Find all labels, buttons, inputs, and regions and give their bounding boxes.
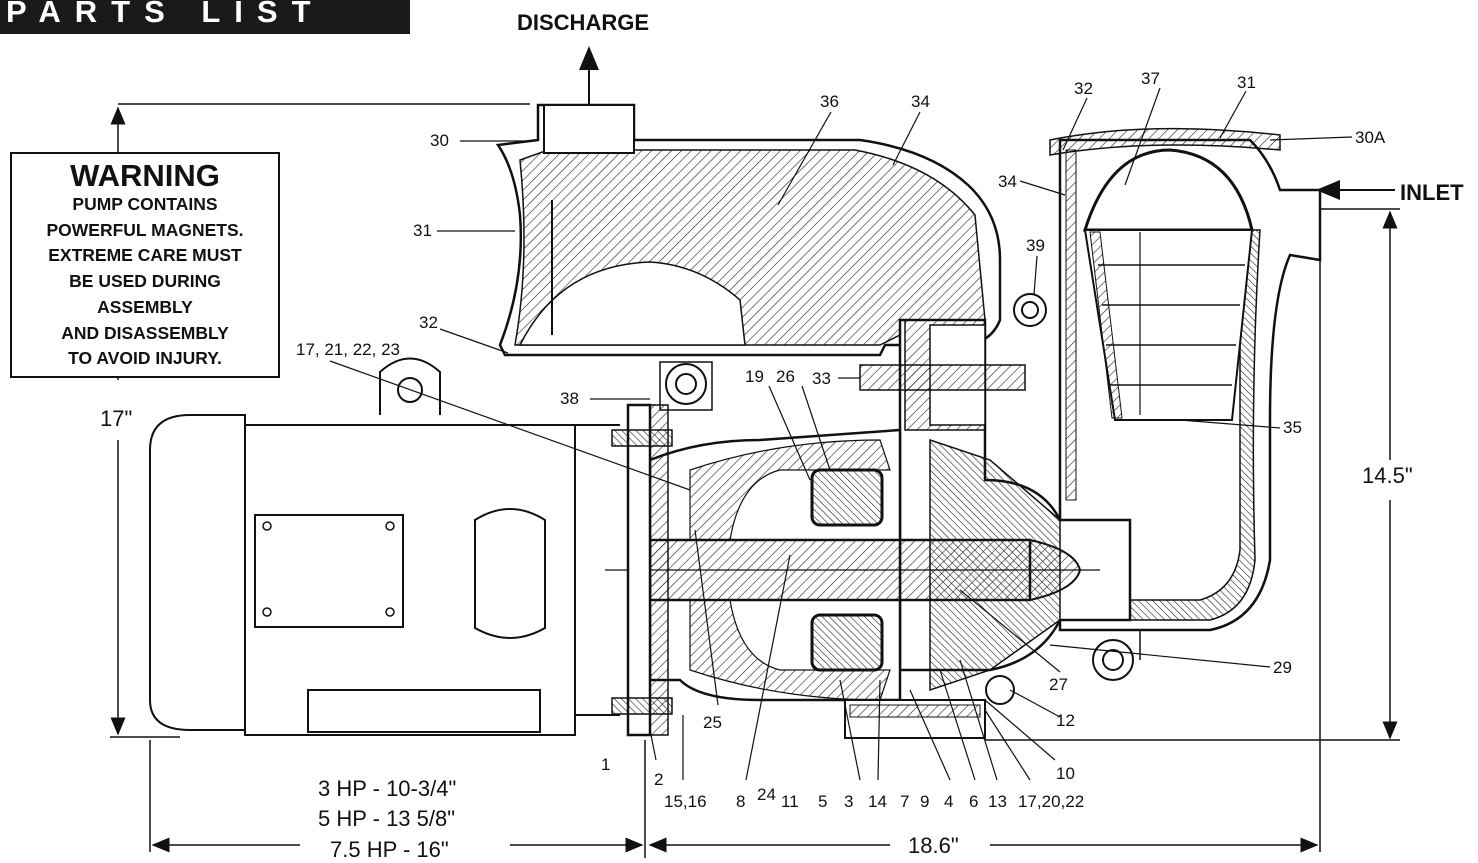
callout-14: 14: [868, 792, 887, 811]
callout-34: 34: [998, 172, 1017, 191]
callout-8: 8: [736, 792, 746, 811]
callout-31: 31: [1237, 73, 1256, 92]
callout-33: 33: [812, 369, 831, 388]
callout-25: 25: [703, 713, 722, 732]
warning-line: ASSEMBLY: [97, 296, 193, 317]
dimension-height-left: 17": [100, 406, 133, 431]
callout-32: 32: [1074, 79, 1093, 98]
dimension-length-right: 18.6": [908, 833, 959, 858]
callout-3: 3: [844, 792, 854, 811]
callout-12: 12: [1056, 711, 1075, 730]
callout-7: 7: [900, 792, 910, 811]
warning-line: EXTREME CARE MUST: [48, 245, 242, 266]
callout-35: 35: [1283, 418, 1302, 437]
inlet-label: INLET: [1400, 180, 1464, 205]
motor-length-3hp: 3 HP - 10-3/4": [318, 776, 457, 801]
callout-1: 1: [601, 755, 611, 774]
callout-39: 39: [1026, 236, 1045, 255]
dimension-height-right: 14.5": [1362, 463, 1413, 488]
warning-box: WARNING PUMP CONTAINS POWERFUL MAGNETS. …: [10, 152, 280, 378]
callout-32: 32: [419, 313, 438, 332]
motor-length-7-5hp: 7.5 HP - 16": [330, 837, 449, 862]
warning-line: BE USED DURING: [69, 271, 221, 292]
callout-30a: 30A: [1355, 128, 1386, 147]
parts-list-title: PARTS LIST: [6, 0, 325, 29]
warning-line: TO AVOID INJURY.: [68, 348, 222, 369]
callout-27: 27: [1049, 675, 1068, 694]
discharge-label: DISCHARGE: [517, 10, 650, 35]
callout-26: 26: [776, 367, 795, 386]
callout-10: 10: [1056, 764, 1075, 783]
warning-line: POWERFUL MAGNETS.: [46, 219, 244, 240]
warning-line: AND DISASSEMBLY: [61, 322, 229, 343]
callout-6: 6: [969, 792, 979, 811]
callout-38: 38: [560, 389, 579, 408]
callout-36: 36: [820, 92, 839, 111]
motor-length-5hp: 5 HP - 13 5/8": [318, 806, 456, 831]
callout-19: 19: [745, 367, 764, 386]
callout-2: 2: [654, 770, 664, 789]
callout-9: 9: [920, 792, 930, 811]
callout-4: 4: [944, 792, 954, 811]
callout-17-20-22: 17,20,22: [1018, 792, 1085, 811]
callout-29: 29: [1273, 658, 1292, 677]
callout-37: 37: [1141, 69, 1160, 88]
callout-5: 5: [818, 792, 828, 811]
callout-34: 34: [911, 92, 930, 111]
callout-17-21-22-23: 17, 21, 22, 23: [296, 340, 400, 359]
header-bar: PARTS LIST: [0, 0, 410, 34]
callout-30: 30: [430, 131, 449, 150]
callout-11: 11: [781, 792, 799, 811]
warning-line: PUMP CONTAINS: [72, 194, 218, 214]
callout-24: 24: [757, 785, 776, 804]
callout-15-16: 15,16: [664, 792, 707, 811]
callout-31: 31: [413, 221, 432, 240]
callout-13: 13: [988, 792, 1007, 811]
warning-title: WARNING: [70, 158, 220, 193]
